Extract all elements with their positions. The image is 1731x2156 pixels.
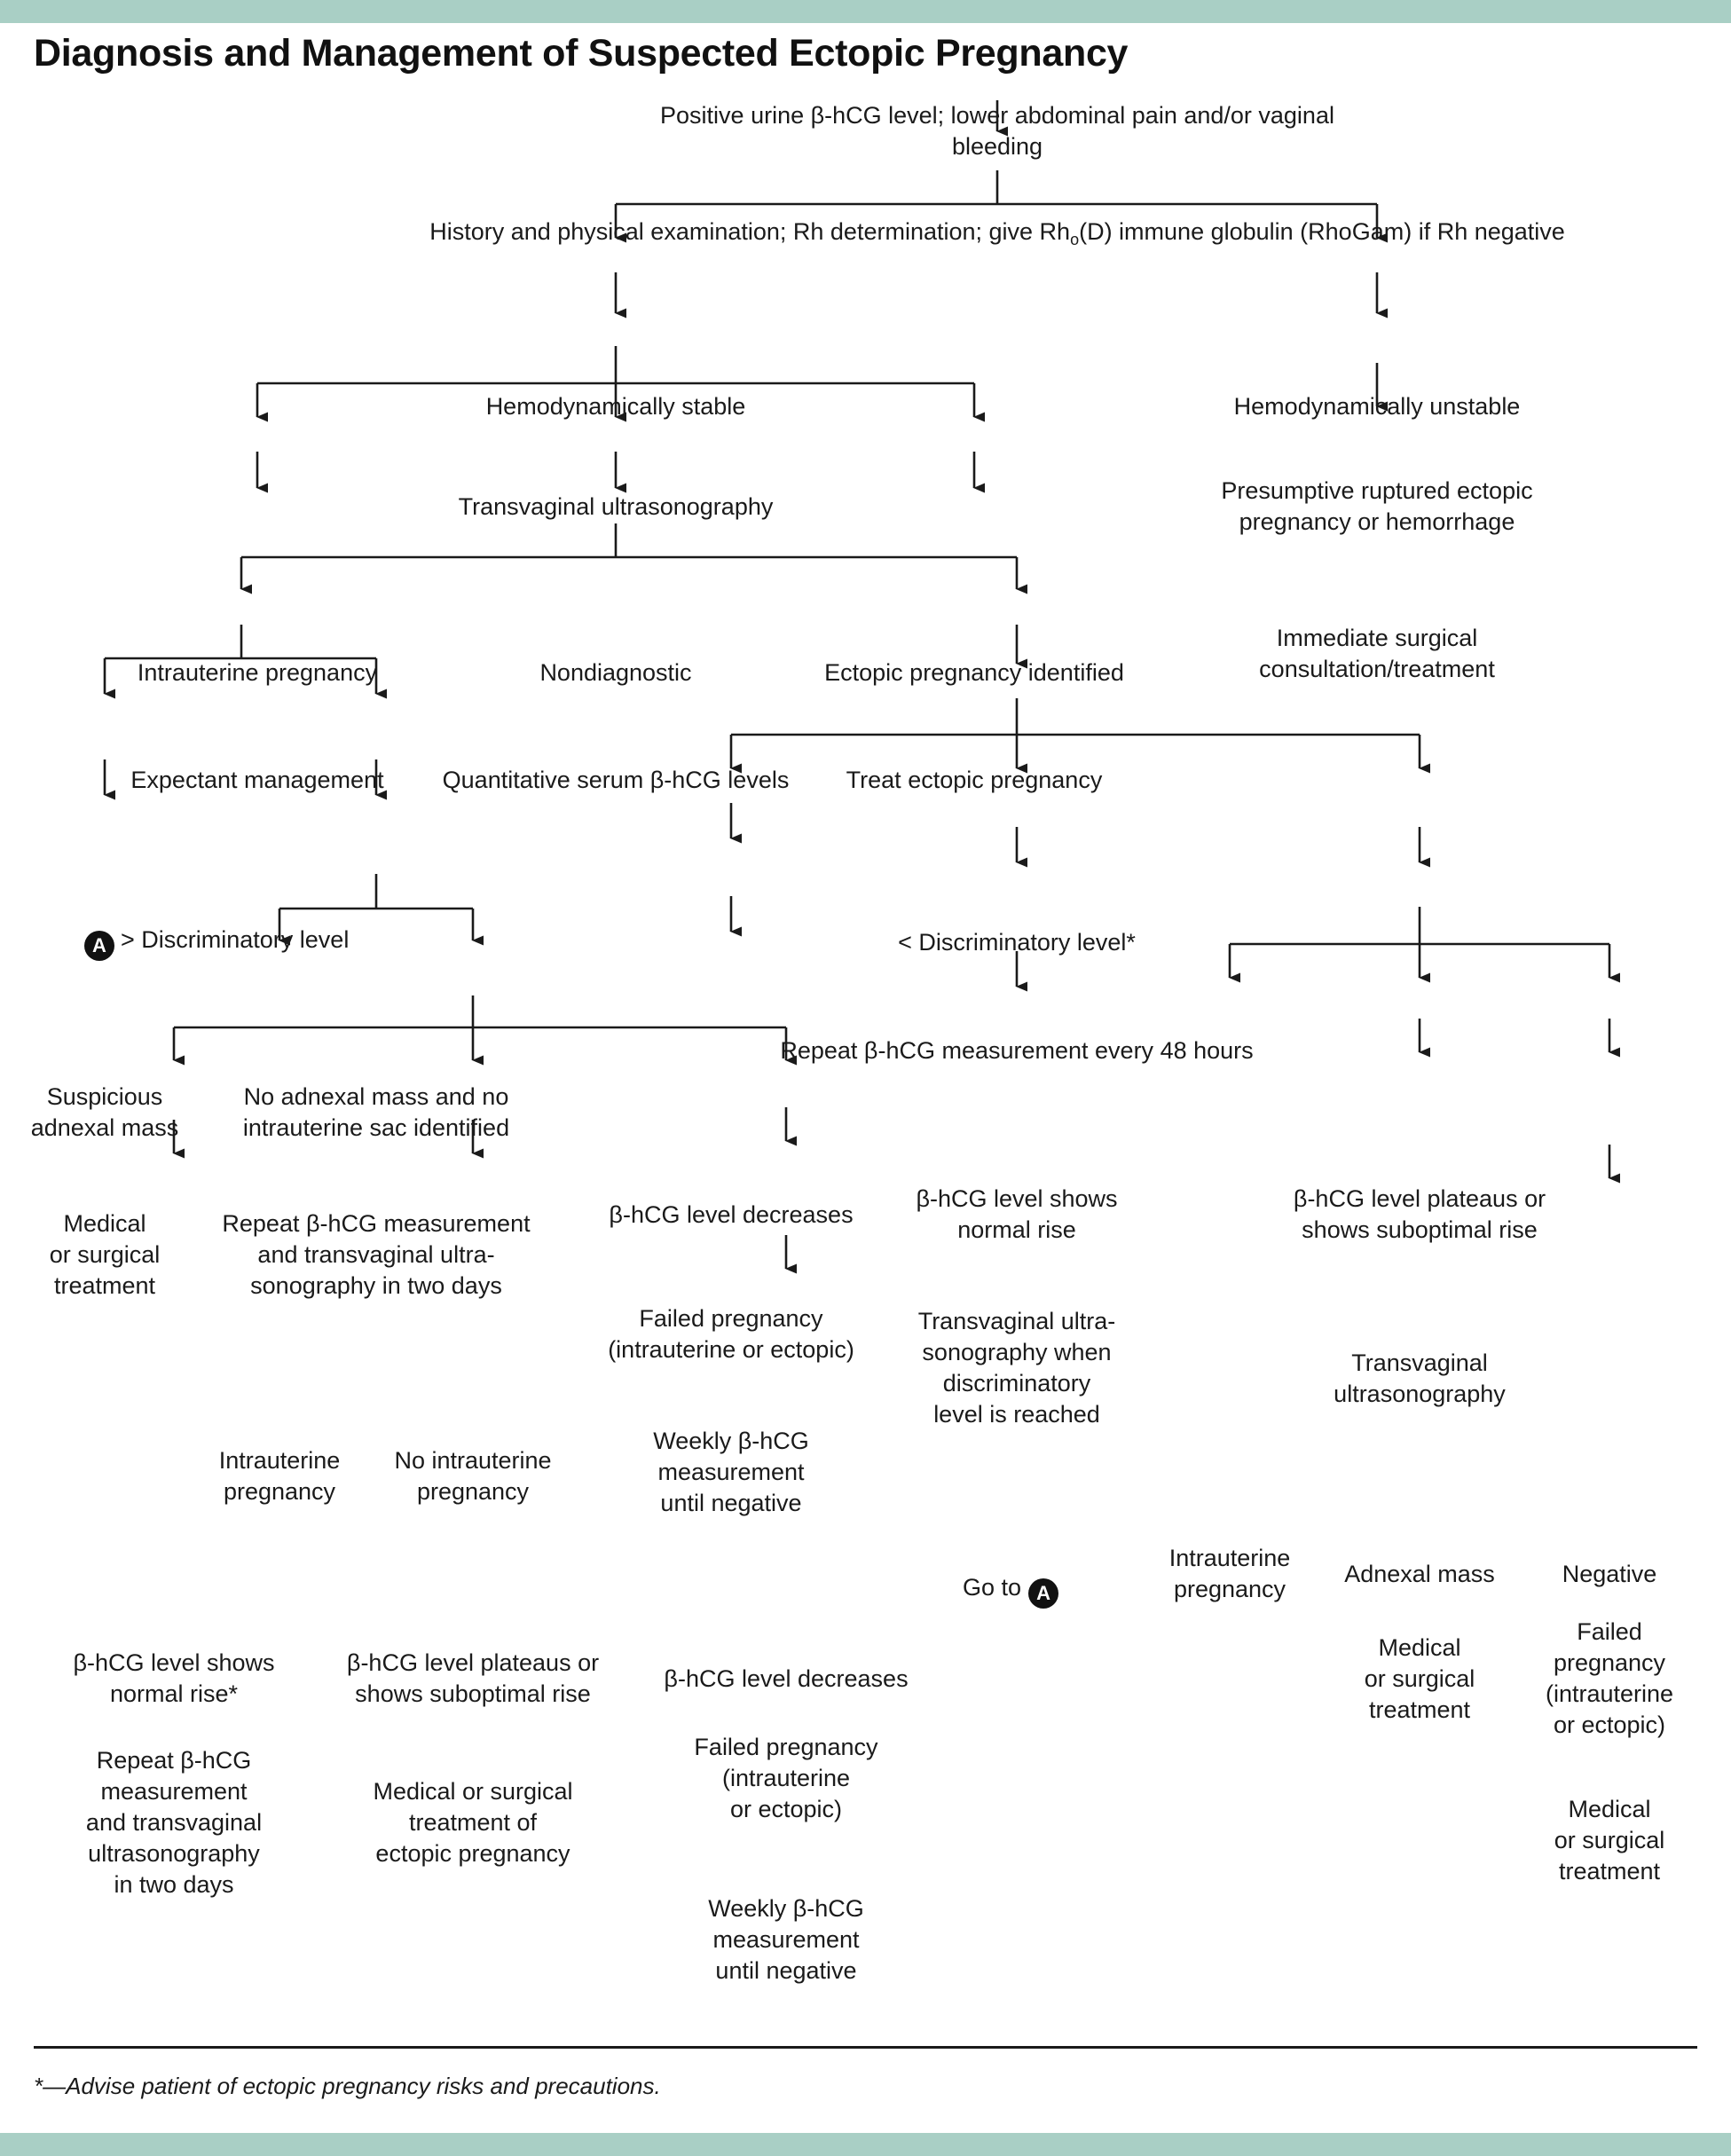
node-transvaginal-ultrasonography: Transvaginal ultrasonography [458, 492, 774, 520]
node-above-discriminatory: A> Discriminatory level [84, 925, 349, 961]
node-transvaginal-ultrasonography-2: Transvaginal ultrasonography [1334, 1349, 1506, 1408]
node-below-discriminatory: < Discriminatory level* [898, 928, 1136, 956]
node-ectopic-identified: Ectopic pregnancy identified [824, 658, 1124, 686]
node-intrauterine-pregnancy-3: Intrauterine pregnancy [1168, 1545, 1291, 1603]
node-intrauterine-pregnancy-2: Intrauterine pregnancy [218, 1447, 341, 1506]
node-medical-or-surgical-4: Medical or surgical treatment [1554, 1795, 1665, 1885]
node-hemodynamically-unstable: Hemodynamically unstable [1233, 392, 1521, 420]
node-bhcg-normal-rise-2: β-hCG level shows normal rise* [73, 1649, 275, 1708]
node-failed-pregnancy-1: Failed pregnancy (intrauterine or ectopi… [608, 1305, 854, 1364]
node-adnexal-mass: Adnexal mass [1344, 1560, 1495, 1587]
badge-a-anchor: A [84, 930, 114, 961]
node-failed-pregnancy-3: Failed pregnancy (intrauterine or ectopi… [1545, 1618, 1674, 1739]
footnote-text: *—Advise patient of ectopic pregnancy ri… [34, 2073, 661, 2099]
node-repeat-48-hours: Repeat β-hCG measurement every 48 hours [780, 1036, 1254, 1064]
history-text-pre: History and physical examination; Rh det… [429, 218, 1071, 245]
history-text-post: (D) immune globulin (RhoGam) if Rh negat… [1079, 218, 1565, 245]
bottom-accent-bar [0, 2133, 1731, 2156]
node-suspicious-adnexal-mass: Suspicious adnexal mass [30, 1083, 179, 1142]
history-subscript: o [1070, 231, 1080, 248]
node-repeat-two-days-1: Repeat β-hCG measurement and transvagina… [222, 1209, 531, 1299]
node-treat-ectopic: Treat ectopic pregnancy [846, 766, 1103, 793]
node-presumptive-ruptured: Presumptive ruptured ectopic pregnancy o… [1221, 477, 1533, 536]
node-bhcg-plateaus-1: β-hCG level plateaus or shows suboptimal… [1293, 1185, 1546, 1244]
footnote-divider [34, 2046, 1697, 2049]
node-medical-or-surgical-3: Medical or surgical treatment [1364, 1633, 1475, 1723]
node-bhcg-normal-rise-1: β-hCG level shows normal rise [916, 1185, 1118, 1244]
badge-a-target: A [1028, 1578, 1059, 1609]
node-bhcg-decreases-2: β-hCG level decreases [664, 1664, 909, 1692]
node-medical-surgical-ectopic: Medical or surgical treatment of ectopic… [373, 1777, 573, 1867]
node-hemodynamically-stable: Hemodynamically stable [485, 392, 746, 420]
node-medical-or-surgical-1: Medical or surgical treatment [49, 1209, 161, 1299]
top-accent-bar [0, 0, 1731, 23]
above-discriminatory-label: > Discriminatory level [121, 925, 350, 953]
node-intrauterine-pregnancy-1: Intrauterine pregnancy [137, 658, 378, 686]
node-repeat-two-days-2: Repeat β-hCG measurement and transvagina… [85, 1746, 263, 1898]
page-title: Diagnosis and Management of Suspected Ec… [34, 32, 1129, 75]
node-negative: Negative [1562, 1560, 1657, 1587]
node-start: Positive urine β-hCG level; lower abdomi… [660, 102, 1334, 161]
node-quantitative-serum: Quantitative serum β-hCG levels [442, 766, 790, 793]
node-bhcg-decreases-1: β-hCG level decreases [609, 1200, 854, 1228]
node-no-intrauterine-pregnancy: No intrauterine pregnancy [394, 1447, 552, 1506]
node-tvus-when-discriminatory: Transvaginal ultra- sonography when disc… [917, 1308, 1116, 1428]
goto-label: Go to [963, 1573, 1022, 1601]
node-failed-pregnancy-2: Failed pregnancy (intrauterine or ectopi… [694, 1733, 878, 1822]
node-bhcg-plateaus-2: β-hCG level plateaus or shows suboptimal… [346, 1649, 600, 1708]
node-no-adnexal-mass: No adnexal mass and no intrauterine sac … [242, 1083, 510, 1142]
node-nondiagnostic: Nondiagnostic [539, 658, 692, 686]
node-immediate-surgical: Immediate surgical consultation/treatmen… [1259, 625, 1495, 683]
node-weekly-bhcg-2: Weekly β-hCG measurement until negative [708, 1894, 864, 1984]
node-weekly-bhcg-1: Weekly β-hCG measurement until negative [653, 1427, 809, 1516]
node-expectant-management: Expectant management [130, 766, 384, 793]
node-history-physical: History and physical examination; Rh det… [332, 216, 1663, 250]
